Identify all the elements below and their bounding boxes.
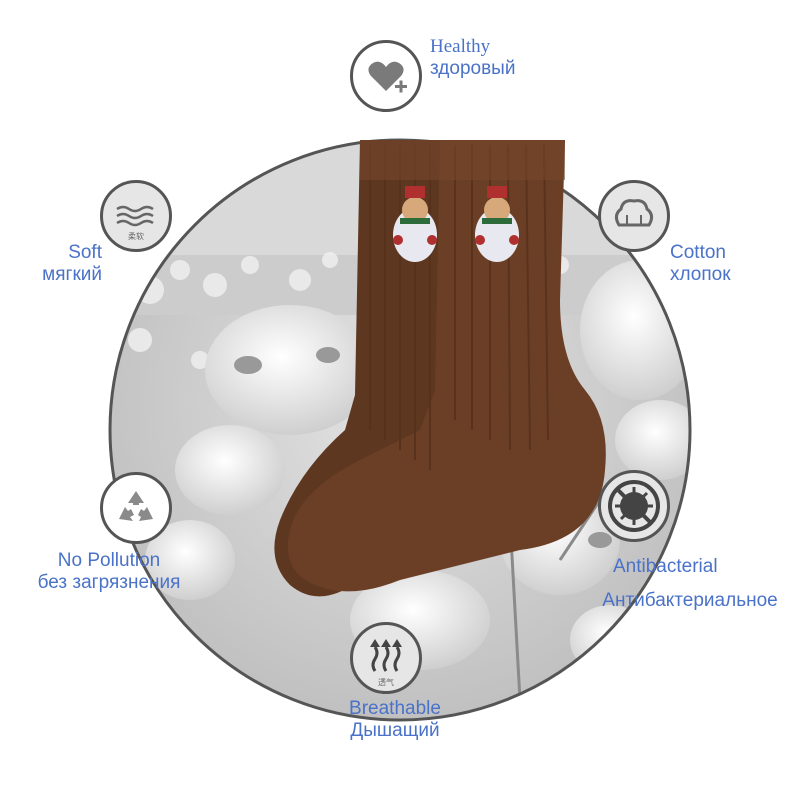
feature-healthy-label: Healthy здоровый: [430, 36, 515, 80]
snowman-patch-right: [475, 186, 519, 262]
soft-waves-icon: 柔软: [100, 180, 172, 252]
healthy-en: Healthy: [430, 36, 491, 57]
snowman-patch-left: [393, 186, 437, 262]
recycle-icon: [100, 472, 172, 544]
feature-cotton-label: Cotton хлопок: [670, 242, 731, 286]
heart-plus-icon: [350, 40, 422, 112]
breathable-icon-text: 透气: [378, 678, 394, 687]
cotton-ru: хлопок: [670, 264, 731, 285]
no-pollution-en: No Pollution: [57, 550, 161, 571]
soft-icon-text: 柔软: [128, 232, 144, 241]
cotton-boll-icon: [598, 180, 670, 252]
socks-product: [274, 140, 606, 597]
healthy-ru: здоровый: [430, 58, 516, 79]
feature-breathable-label: Breathable Дышащий: [300, 698, 490, 742]
feature-no-pollution-label: No Pollution без загрязнения: [18, 550, 200, 594]
cotton-en: Cotton: [670, 242, 726, 263]
breathable-ru: Дышащий: [350, 720, 440, 741]
feature-antibacterial-label: Antibacterial Антибактериальное: [585, 550, 795, 618]
antibacterial-en: Antibacterial: [613, 556, 718, 577]
breathable-arrows-icon: 透气: [350, 622, 422, 694]
antibacterial-ru: Антибактериальное: [602, 590, 778, 611]
no-pollution-ru: без загрязнения: [37, 572, 181, 593]
breathable-en: Breathable: [349, 698, 441, 719]
soft-en: Soft: [68, 242, 102, 263]
feature-soft-label: Soft мягкий: [32, 242, 102, 286]
soft-ru: мягкий: [42, 264, 102, 285]
no-bacteria-icon: [598, 470, 670, 542]
